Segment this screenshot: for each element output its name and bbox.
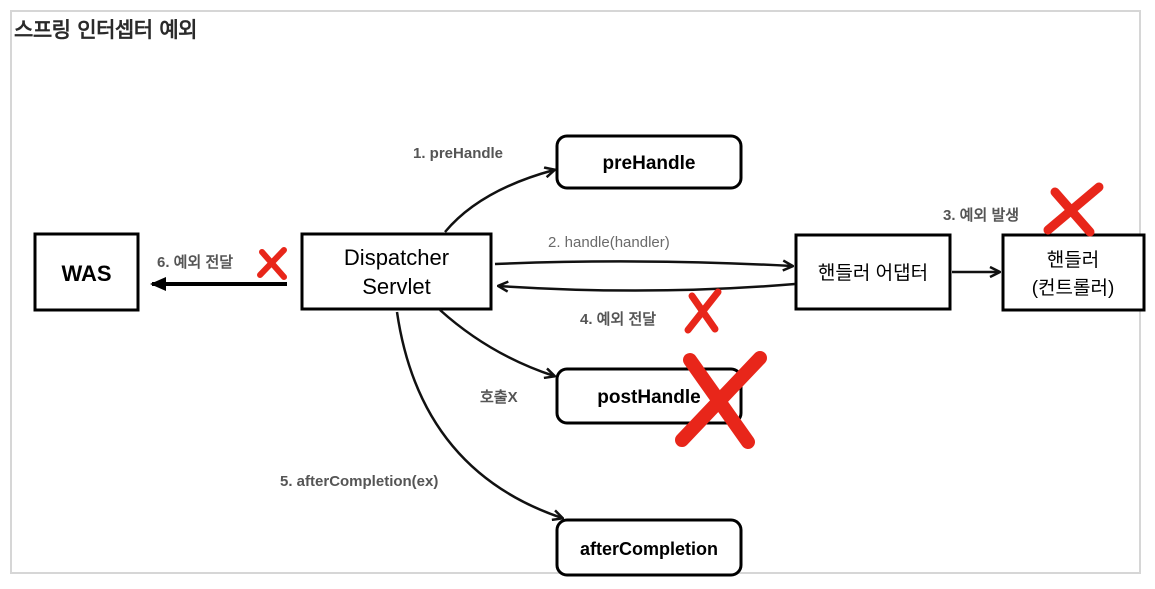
- dispatcher-servlet-node: Dispatcher Servlet: [300, 232, 493, 311]
- handler-label-line1: 핸들러: [1047, 249, 1099, 271]
- edge-prehandle-arrow: [444, 170, 554, 233]
- posthandle-label: postHandle: [597, 387, 700, 408]
- cross-mark-was: [257, 247, 287, 280]
- edge-label-exception-to-was: 6. 예외 전달: [157, 253, 233, 271]
- was-label: WAS: [61, 261, 111, 286]
- aftercompletion-node: afterCompletion: [555, 518, 743, 577]
- diagram-frame: [10, 10, 1141, 574]
- was-node: WAS: [33, 232, 140, 312]
- edge-label-prehandle: 1. preHandle: [413, 145, 503, 162]
- prehandle-node: preHandle: [555, 134, 743, 190]
- edge-label-exception-propagate: 4. 예외 전달: [580, 310, 656, 328]
- posthandle-node: postHandle: [555, 367, 743, 425]
- handler-controller-node: 핸들러 (컨트롤러): [1001, 233, 1146, 312]
- prehandle-label: preHandle: [603, 153, 696, 174]
- edge-label-aftercompletion: 5. afterCompletion(ex): [280, 473, 438, 490]
- cross-mark-posthandle: [675, 351, 767, 449]
- edge-exception-return-arrow: [499, 284, 796, 291]
- edge-label-exception-raised: 3. 예외 발생: [943, 206, 1019, 224]
- cross-mark-adapter-return: [684, 288, 722, 334]
- handler-label-line2: (컨트롤러): [1032, 277, 1115, 299]
- diagram-title: 스프링 인터셉터 예외: [14, 18, 198, 42]
- handler-adapter-node: 핸들러 어댑터: [794, 233, 952, 311]
- adapter-label: 핸들러 어댑터: [818, 262, 928, 284]
- dispatcher-label-line2: Servlet: [362, 274, 430, 299]
- cross-mark-exception-raised: [1043, 182, 1104, 237]
- edge-posthandle-arrow: [439, 309, 554, 376]
- edge-label-handle: 2. handle(handler): [548, 234, 670, 251]
- edge-label-not-called: 호출X: [480, 389, 518, 406]
- edge-handle-arrow: [494, 261, 792, 266]
- aftercompletion-label: afterCompletion: [580, 539, 718, 559]
- edge-aftercompletion-arrow: [395, 311, 562, 518]
- dispatcher-label-line1: Dispatcher: [344, 245, 449, 270]
